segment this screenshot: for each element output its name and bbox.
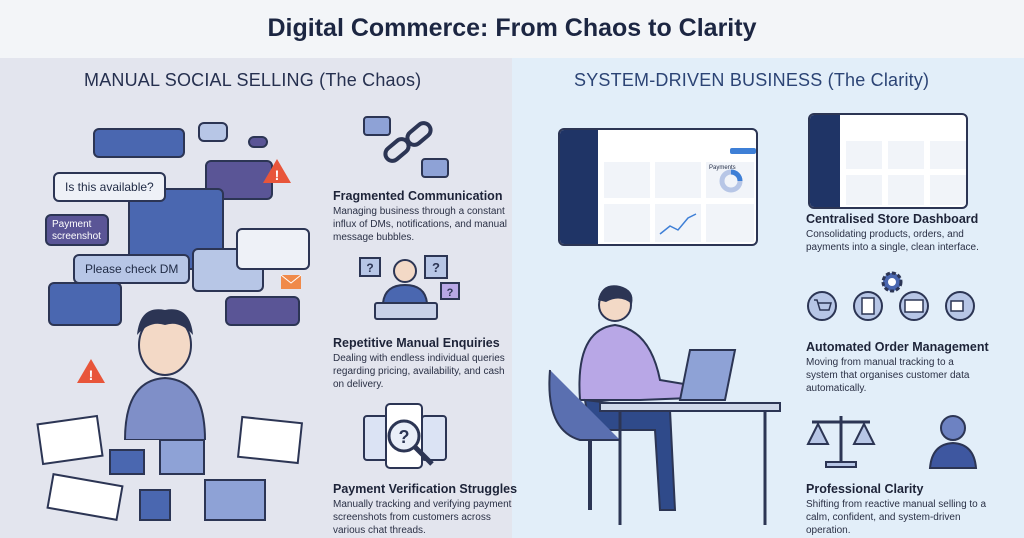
warning-icon: !: [77, 359, 105, 383]
svg-text:?: ?: [399, 427, 410, 447]
item-title: Centralised Store Dashboard: [806, 212, 979, 226]
item-desc: Shifting from reactive manual selling to…: [806, 499, 987, 536]
broken-chain-icon: [363, 116, 449, 178]
magnifier-phones-icon: ?: [363, 403, 447, 469]
item-desc: Consolidating products, orders, and paym…: [806, 229, 979, 253]
svg-text:!: !: [89, 367, 94, 383]
order-flow-icons: [806, 271, 976, 322]
svg-text:?: ?: [447, 287, 454, 299]
professional-person-icon: [928, 415, 978, 469]
item-desc: Moving from manual tracking to a system …: [806, 357, 970, 394]
warning-icon: !: [263, 159, 291, 183]
bubble-check: Please check DM: [85, 262, 179, 276]
svg-text:?: ?: [366, 261, 373, 275]
bubble-available: Is this available?: [65, 180, 154, 194]
item-title: Automated Order Management: [806, 340, 989, 354]
clarity-heading: SYSTEM-DRIVEN BUSINESS (The Clarity): [574, 70, 930, 90]
scattered-papers-and-devices: [36, 414, 304, 521]
envelope-icon: [280, 274, 302, 289]
svg-text:!: !: [275, 167, 280, 183]
item-desc: Manually tracking and verifying payment …: [333, 499, 512, 536]
bubble-payment: Payment screenshot: [45, 214, 109, 246]
item-title: Repetitive Manual Enquiries: [333, 336, 500, 350]
dashboard-mockup-small: [808, 113, 968, 209]
dashboard-mockup: Payments: [558, 128, 758, 246]
item-title: Payment Verification Struggles: [333, 482, 518, 496]
chaos-heading: MANUAL SOCIAL SELLING (The Chaos): [84, 70, 422, 90]
svg-text:?: ?: [432, 260, 440, 275]
stressed-person-illustration: [123, 309, 207, 440]
person-typing-questions-icon: ? ? ?: [359, 255, 460, 320]
balance-scale-icon: [806, 416, 876, 468]
person-at-laptop-illustration: [548, 285, 781, 525]
item-title: Professional Clarity: [806, 482, 924, 496]
item-desc: Dealing with endless individual queries …: [333, 353, 505, 390]
page-title: Digital Commerce: From Chaos to Clarity: [267, 14, 757, 42]
item-title: Fragmented Communication: [333, 189, 503, 203]
item-desc: Managing business through a constant inf…: [333, 206, 507, 243]
